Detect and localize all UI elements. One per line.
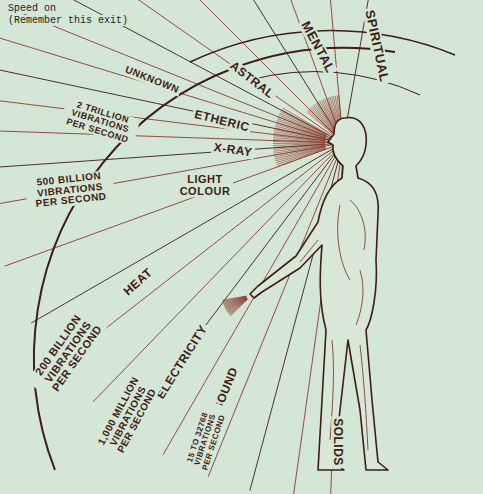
band-label: LIGHT COLOUR bbox=[177, 174, 233, 197]
hatch-stroke bbox=[311, 108, 334, 133]
hatch-stroke bbox=[275, 148, 325, 161]
human-figure bbox=[250, 118, 388, 470]
ray-line bbox=[0, 130, 343, 143]
band-label: MENTAL bbox=[298, 17, 338, 77]
typed-note: Speed on bbox=[8, 3, 56, 14]
band-label: ETHERIC bbox=[191, 108, 252, 135]
ray-line bbox=[0, 143, 343, 168]
band-label: SPIRITUAL bbox=[362, 7, 391, 85]
hatch-stroke bbox=[308, 110, 333, 133]
hatch-stroke bbox=[276, 148, 326, 163]
rate-label: 200 BILLION VIBRATIONS PER SECOND bbox=[26, 303, 109, 402]
hatch-stroke bbox=[276, 149, 325, 165]
ray-line bbox=[93, 143, 343, 402]
hatch-stroke bbox=[228, 299, 247, 314]
rate-label: 1,000 MILLION VIBRATIONS PER SECOND bbox=[93, 369, 163, 463]
hatch-stroke bbox=[274, 132, 325, 140]
hatch-stroke bbox=[228, 299, 247, 313]
band-label: ELECTRICITY bbox=[153, 321, 210, 402]
hatch-stroke bbox=[230, 299, 248, 315]
hatch-stroke bbox=[277, 120, 326, 137]
hatch-stroke bbox=[277, 149, 326, 166]
ray-line bbox=[5, 143, 343, 266]
hatch-stroke bbox=[309, 109, 333, 133]
ray-line bbox=[163, 143, 343, 455]
hatch-stroke bbox=[273, 140, 325, 143]
ray-line bbox=[31, 143, 343, 323]
hatch-stroke bbox=[273, 136, 325, 141]
hatch-stroke bbox=[274, 134, 326, 141]
band-label: SOLIDS bbox=[332, 416, 345, 468]
ray-line bbox=[0, 99, 343, 143]
band-label: UNKNOWN bbox=[122, 64, 182, 97]
hatch-stroke bbox=[273, 142, 325, 143]
hatch-stroke bbox=[273, 138, 325, 142]
rate-label: 2 TRILLION VIBRATIONS PER SECOND bbox=[60, 97, 141, 146]
hatch-stroke bbox=[278, 117, 326, 136]
rate-label: 15 TO 32768 VIBRATIONS PER SECOND bbox=[182, 400, 229, 480]
ray-line bbox=[0, 68, 343, 143]
ray-lines bbox=[0, 0, 406, 494]
muscle-lines bbox=[300, 200, 368, 450]
hatch-stroke bbox=[230, 299, 247, 316]
band-label: X-RAY bbox=[211, 141, 255, 159]
rate-label: 500 BILLION VIBRATIONS PER SECOND bbox=[25, 170, 116, 211]
hatch-stroke bbox=[229, 299, 247, 314]
typed-note: (Remember this exit) bbox=[8, 15, 128, 26]
band-label: HEAT bbox=[120, 265, 157, 300]
band-label: ASTRAL bbox=[226, 58, 278, 102]
hatch-stroke bbox=[307, 112, 333, 134]
ray-line bbox=[0, 38, 343, 143]
